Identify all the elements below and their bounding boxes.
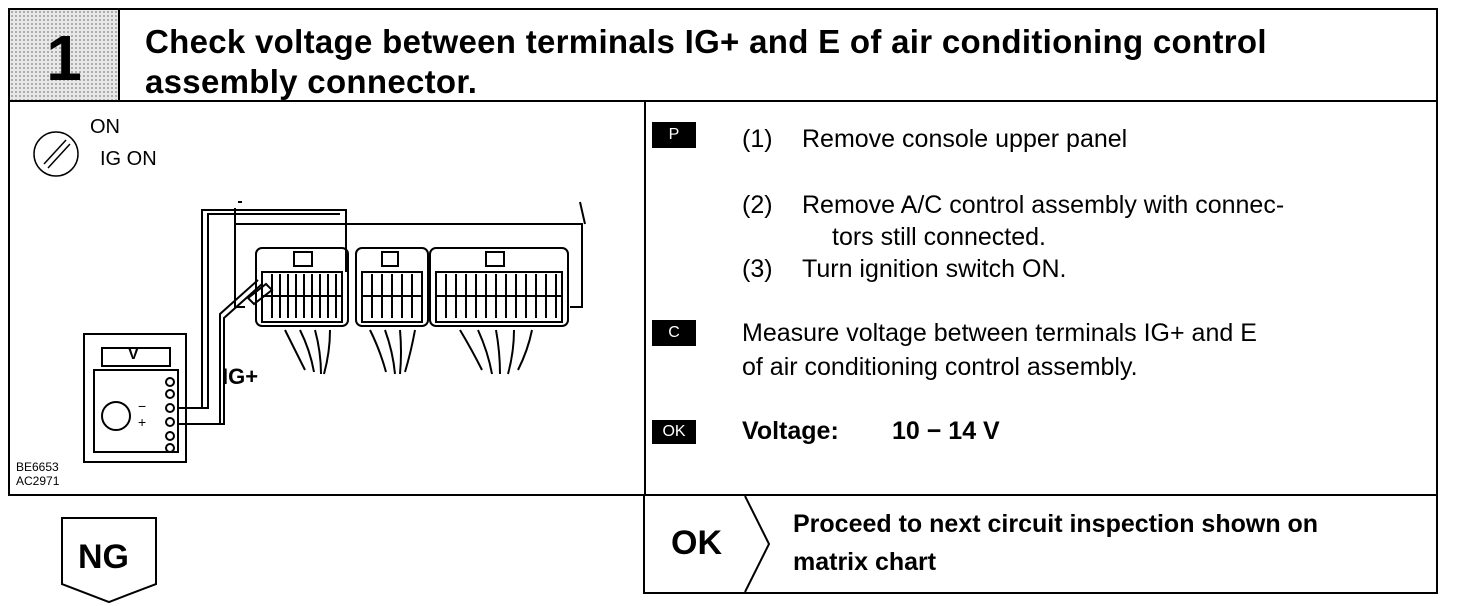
spec-label: Voltage: xyxy=(742,417,839,445)
ok-arrow-divider xyxy=(744,496,771,592)
ref-code-2: AC2971 xyxy=(16,474,60,488)
ok-text-1: Proceed to next circuit inspection shown… xyxy=(793,510,1319,538)
ok-result-row: OK Proceed to next circuit inspection sh… xyxy=(643,494,1438,594)
step-2-num: (2) xyxy=(742,191,773,219)
step-number-box: 1 xyxy=(10,10,120,100)
control-assembly-drawing xyxy=(234,201,586,375)
check-tag: C xyxy=(652,320,696,346)
voltmeter-icon xyxy=(83,333,187,463)
step-3-num: (3) xyxy=(742,255,773,283)
check-text-1: Measure voltage between terminals IG+ an… xyxy=(742,319,1257,347)
check-text-2: of air conditioning control assembly. xyxy=(742,353,1138,381)
ng-label: NG xyxy=(78,538,129,576)
meter-plus: + xyxy=(138,414,147,430)
step-number: 1 xyxy=(46,22,82,94)
ok-label: OK xyxy=(671,524,722,562)
prep-tag: P xyxy=(652,122,696,148)
step-1-num: (1) xyxy=(742,125,773,153)
step-3-text: Turn ignition switch ON. xyxy=(802,255,1067,283)
ok-tag: OK xyxy=(652,420,696,444)
ref-code-1: BE6653 xyxy=(16,460,59,474)
step-2-text-cont: tors still connected. xyxy=(832,223,1046,251)
step-title: Check voltage between terminals IG+ and … xyxy=(145,23,1267,100)
switch-ig-on-label: IG ON xyxy=(100,148,157,170)
test-leads xyxy=(178,209,347,425)
connector-diagram xyxy=(33,131,586,463)
step-body: ON IG ON V − + IG+ BE6653 AC2971 P (1) R… xyxy=(8,100,1438,496)
step-header: 1 Check voltage between terminals IG+ an… xyxy=(8,8,1438,102)
ok-text-2: matrix chart xyxy=(793,548,937,576)
switch-on-label: ON xyxy=(90,116,120,138)
step-1-text: Remove console upper panel xyxy=(802,125,1128,153)
meter-minus: − xyxy=(138,398,147,414)
ignition-switch-icon xyxy=(33,131,79,177)
step-2-text: Remove A/C control assembly with connec- xyxy=(802,191,1285,219)
diagram-cell: ON IG ON V − + IG+ BE6653 AC2971 xyxy=(10,102,646,494)
meter-label: V xyxy=(128,346,139,363)
ng-arrow-shape xyxy=(61,517,157,604)
ig-plus-label: IG+ xyxy=(222,364,259,389)
spec-value: 10 − 14 V xyxy=(892,417,1000,445)
